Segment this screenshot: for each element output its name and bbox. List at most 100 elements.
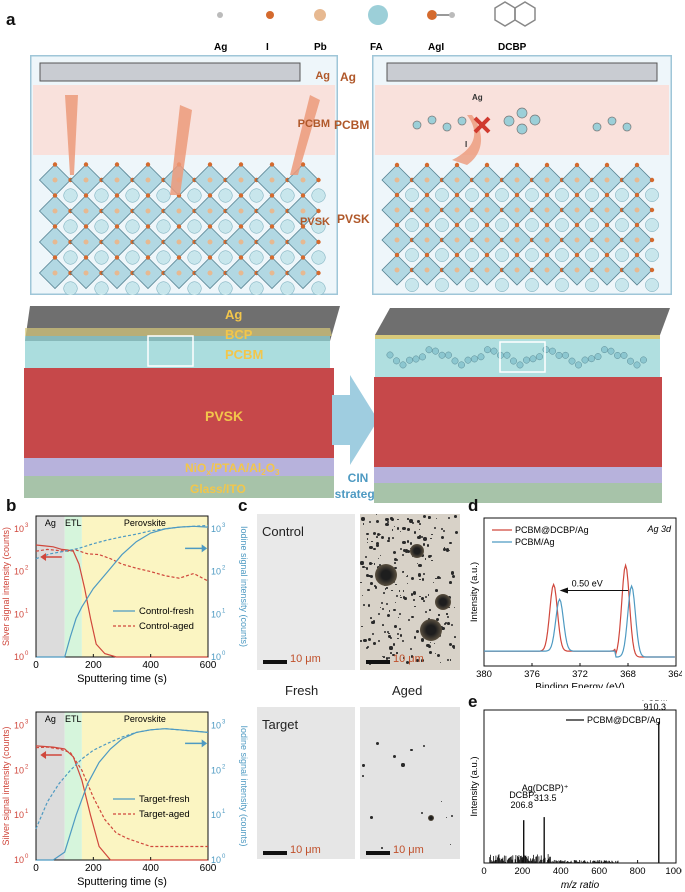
panel-d-label: d — [468, 496, 479, 515]
pb-atom — [454, 237, 460, 243]
panel-c-label: c — [238, 496, 248, 515]
x-tick-label: 0 — [481, 866, 486, 877]
i-atom — [514, 222, 520, 228]
pb-atom — [544, 267, 550, 273]
defect-dot — [393, 566, 397, 570]
defect-dot — [393, 608, 396, 612]
y-tick-label-right: 10 — [211, 765, 221, 775]
defect-dot — [409, 647, 412, 650]
defect-dot — [451, 571, 455, 575]
x-tick-label: 600 — [200, 863, 217, 874]
left-pvsk-label: PVSK — [300, 216, 330, 228]
defect-dot — [413, 599, 416, 601]
y-tick-label-right: 10 — [211, 567, 221, 577]
dcbp-bead — [575, 361, 582, 369]
fa-cation — [280, 281, 295, 295]
i-atom — [484, 222, 490, 228]
pb-atom — [514, 207, 520, 213]
region-label-etl: ETL — [65, 714, 82, 724]
defect-dot — [450, 659, 452, 661]
defect-dot — [362, 594, 364, 596]
defect-dot — [430, 538, 432, 540]
defect-dot — [376, 519, 380, 523]
i-atom — [544, 252, 550, 258]
legend-label: PCBM@DCBP/Ag — [587, 715, 661, 725]
left-inset: Ag PCBM PVSK — [30, 55, 338, 295]
scale-bar — [263, 660, 287, 664]
defect-dot — [405, 660, 410, 665]
defect-dot — [421, 659, 425, 663]
left-device-stack: Ag BCP PCBM PVSK NiOx/PTAA/Al2O3 Glass/I… — [24, 306, 340, 498]
x-axis-label: Sputtering time (s) — [77, 876, 167, 888]
defect-dot — [396, 594, 399, 598]
fresh-col-label: Fresh — [285, 683, 319, 698]
defect-dot — [440, 800, 443, 803]
defect-dot — [402, 596, 405, 599]
target-aged-image — [360, 707, 460, 859]
fa-cation — [465, 218, 479, 232]
defect-dot — [369, 816, 373, 820]
y-tick-label-left: 10 — [14, 567, 24, 577]
defect-dot — [403, 597, 407, 600]
pb-atom — [484, 177, 490, 183]
legend-pb: Pb — [314, 42, 327, 53]
fa-cation — [615, 188, 629, 202]
defect-dot — [402, 548, 407, 553]
panel-e-label: e — [468, 692, 478, 711]
pb-atom — [604, 267, 610, 273]
i-atom — [207, 162, 213, 167]
defect-dot — [380, 847, 383, 849]
defect-dot — [419, 528, 421, 530]
fa-cation — [525, 278, 539, 292]
legend-label: PCBM/Ag — [515, 537, 555, 547]
defect-dot — [402, 657, 404, 659]
pb-atom — [207, 270, 213, 276]
defect-dot — [446, 658, 450, 662]
defect-dot — [424, 558, 427, 560]
defect-dot — [402, 540, 406, 544]
x-tick-label: 400 — [142, 660, 159, 671]
legend-agi: AgI — [428, 42, 444, 53]
defect-dot — [436, 617, 440, 621]
defect-dot — [397, 616, 400, 619]
defect-dot — [388, 656, 391, 659]
x-tick-label: 400 — [553, 866, 569, 877]
dcbp-bead — [640, 356, 647, 364]
pb-atom — [269, 208, 275, 214]
peak-value: 910.3 — [644, 702, 667, 712]
blocked-x-icon — [473, 116, 491, 134]
defect-dot — [419, 523, 421, 526]
x-tick-label: 380 — [476, 669, 492, 680]
defect-dot — [429, 555, 432, 558]
defect-dot — [361, 625, 363, 628]
x-tick-label: 372 — [572, 669, 588, 680]
defect-dot — [362, 523, 365, 525]
defect-dot — [447, 622, 450, 626]
defect-dot — [374, 585, 376, 588]
defect-dot — [449, 541, 452, 545]
corrosion-spot — [435, 594, 451, 610]
aged-col-label: Aged — [392, 683, 423, 698]
stack-pvsk-label: PVSK — [205, 408, 243, 424]
pb-atom — [424, 177, 430, 183]
pb-atom — [514, 237, 520, 243]
panel-a-label: a — [6, 10, 16, 29]
defect-dot — [366, 573, 370, 577]
defect-dot — [413, 591, 417, 595]
defect-dot — [439, 661, 442, 664]
shift-annotation: 0.50 eV — [572, 578, 603, 588]
defect-dot — [405, 576, 408, 578]
defect-dot — [448, 606, 450, 609]
i-atom — [649, 207, 655, 213]
dcbp-bead — [607, 347, 615, 355]
pb-atom — [484, 267, 490, 273]
y-tick-label-left: 10 — [14, 720, 24, 730]
x-tick-label: 200 — [85, 863, 102, 874]
defect-dot — [431, 559, 433, 562]
nio-layer-left — [24, 458, 334, 476]
strategy-label: strategy — [335, 487, 382, 501]
defect-dot — [401, 763, 405, 767]
ag-electrode-right — [386, 62, 658, 82]
defect-dot — [382, 623, 385, 626]
defect-dot — [400, 531, 402, 533]
